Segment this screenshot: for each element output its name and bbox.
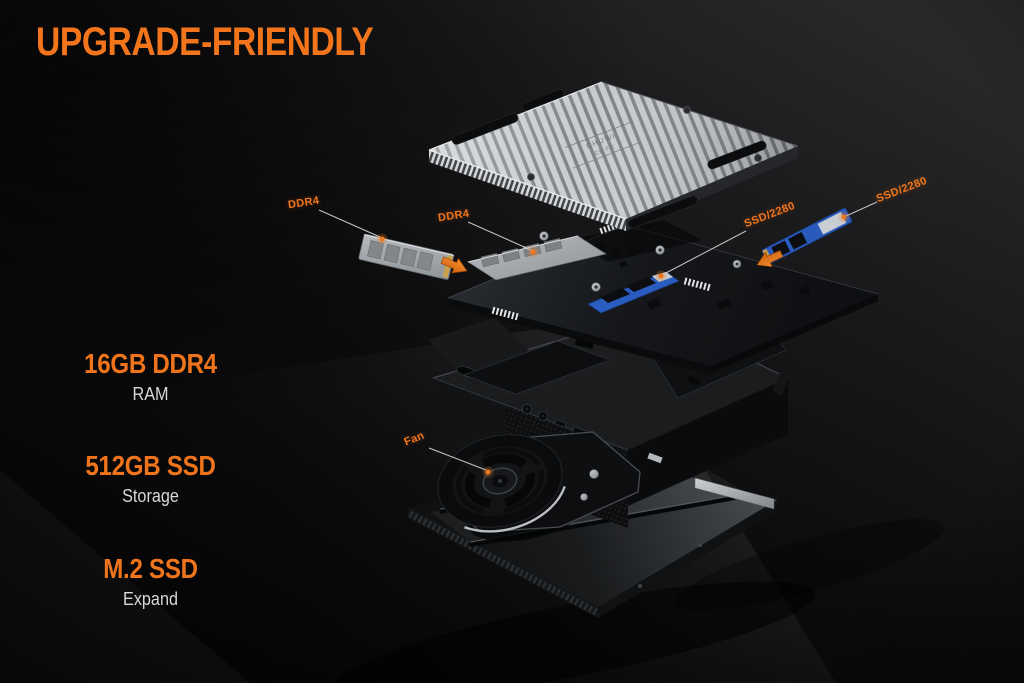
spec-expand: M.2 SSD Expand	[28, 553, 273, 610]
spec-expand-value: M.2 SSD	[103, 553, 198, 584]
spec-storage-label: Storage	[122, 486, 179, 506]
spec-ram: 16GB DDR4 RAM	[28, 348, 273, 405]
page-title: UPGRADE-FRIENDLY	[36, 20, 374, 64]
spec-storage-value: 512GB SSD	[85, 450, 216, 481]
spec-ram-label: RAM	[132, 384, 169, 404]
spec-storage: 512GB SSD Storage	[28, 450, 273, 507]
spec-ram-value: 16GB DDR4	[84, 348, 217, 379]
spec-expand-label: Expand	[123, 589, 178, 609]
